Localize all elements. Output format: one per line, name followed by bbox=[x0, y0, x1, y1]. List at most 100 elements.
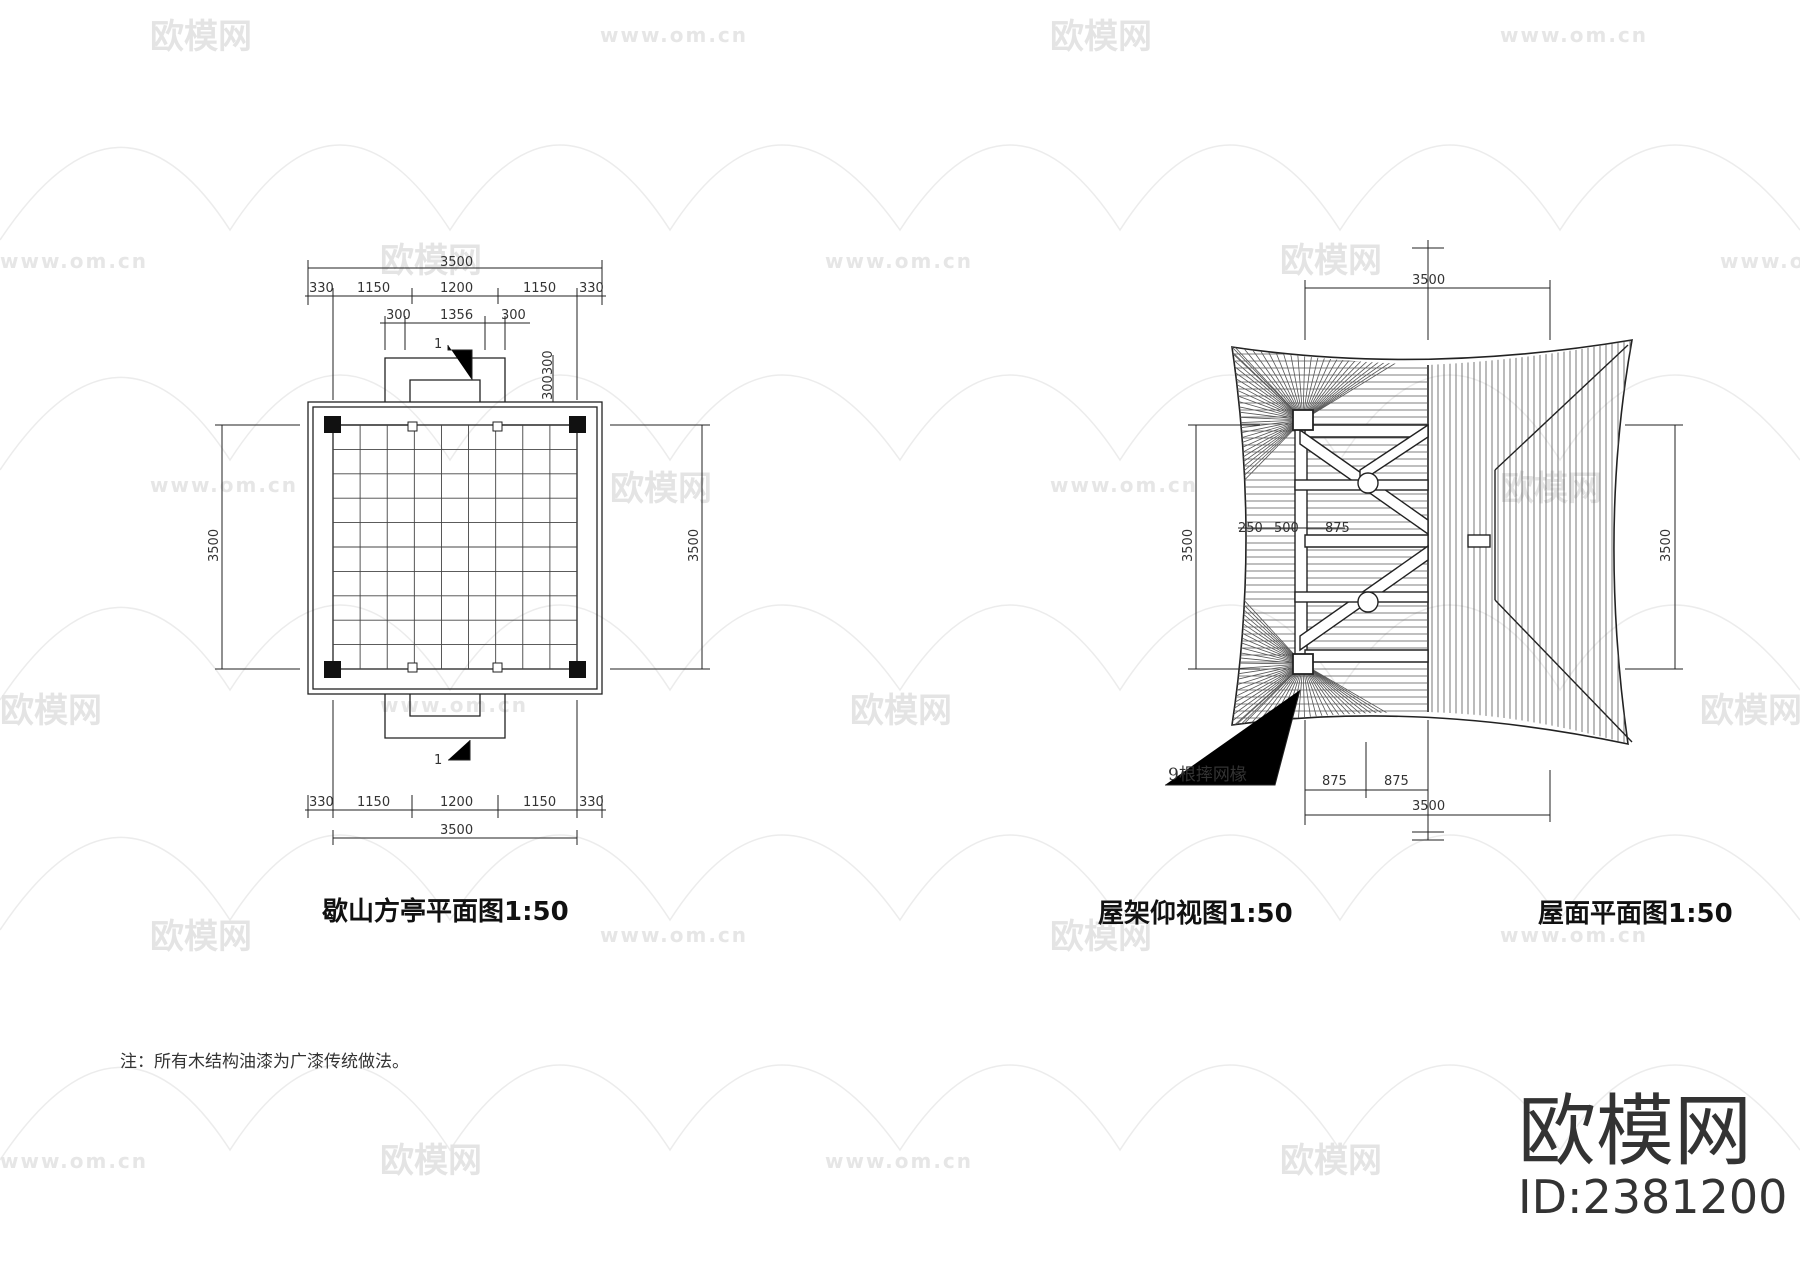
watermark-url: www.om.cn bbox=[600, 23, 748, 47]
drawing-line bbox=[1302, 347, 1314, 421]
roof-frame-title: 屋架仰视图1:50 bbox=[1098, 898, 1293, 929]
watermark-logos: 欧模网 欧模网 欧模网 欧模网 欧模网 欧模网 欧模网 欧模网 欧模网 欧模网 … bbox=[0, 17, 1800, 1181]
watermark-logo: 欧模网 bbox=[610, 469, 712, 509]
drawing-line bbox=[1302, 663, 1410, 725]
drawing-line bbox=[1232, 419, 1304, 424]
drawing-line bbox=[1232, 392, 1304, 421]
dim-bottom-segment: 330 bbox=[579, 795, 604, 810]
drawing-line bbox=[1288, 347, 1304, 421]
watermark-url: www.om.cn bbox=[825, 1149, 973, 1173]
watermark-url: www.om.cn bbox=[1720, 249, 1800, 273]
drawing-line bbox=[1232, 380, 1304, 421]
watermark-logo: 欧模网 bbox=[380, 1141, 482, 1181]
dim-roof-inner: 500 bbox=[1274, 521, 1299, 536]
drawing-line bbox=[1232, 644, 1304, 665]
drawing-line bbox=[1232, 656, 1304, 665]
section-mark-top: 1 bbox=[434, 337, 442, 352]
dim-top-inner: 300 bbox=[386, 308, 411, 323]
rafter-label: 9根摔网椽 bbox=[1168, 765, 1247, 785]
roof-hip-lines bbox=[1494, 344, 1633, 743]
dim-top-inner: 1356 bbox=[440, 308, 473, 323]
drawing-line bbox=[1302, 663, 1378, 725]
watermark-urls: www.om.cn www.om.cn www.om.cn www.om.cn … bbox=[0, 23, 1800, 1173]
watermark-url: www.om.cn bbox=[150, 473, 298, 497]
drawing-line bbox=[1232, 410, 1304, 421]
dim-left-height: 3500 bbox=[207, 529, 222, 562]
drawing-line bbox=[1232, 663, 1304, 670]
construction-note: 注：所有木结构油漆为广漆传统做法。 bbox=[120, 1052, 409, 1072]
roof-dimension-texts: 3500 3500 3500 250 500 875 875 875 3500 … bbox=[1168, 273, 1674, 814]
dim-right-height: 3500 bbox=[687, 529, 702, 562]
drawing-line bbox=[1302, 663, 1386, 725]
plan-columns bbox=[324, 416, 586, 678]
drawing-line bbox=[1232, 663, 1304, 676]
post bbox=[407, 662, 418, 673]
watermark-url: www.om.cn bbox=[1500, 923, 1648, 947]
column bbox=[569, 661, 586, 678]
drawing-line bbox=[1232, 663, 1304, 712]
dim-roof-bottom-segment: 875 bbox=[1322, 774, 1347, 789]
plan-dimension-lines bbox=[215, 260, 710, 845]
post bbox=[492, 421, 503, 432]
watermark-url: www.om.cn bbox=[0, 249, 148, 273]
watermark-url: www.om.cn bbox=[0, 1149, 148, 1173]
brand-id: ID:2381200 bbox=[1518, 1170, 1787, 1224]
watermark-logo: 欧模网 bbox=[1280, 241, 1382, 281]
dim-roof-inner: 250 bbox=[1238, 521, 1263, 536]
drawing-line bbox=[1264, 347, 1304, 421]
dim-top-segment: 330 bbox=[309, 281, 334, 296]
drawing-line bbox=[1232, 362, 1304, 421]
watermark-arcs bbox=[0, 144, 1800, 1161]
plan-title: 歇山方亭平面图1:50 bbox=[322, 896, 569, 927]
dim-bottom-overall: 3500 bbox=[440, 823, 473, 838]
watermark-logo: 欧模网 bbox=[0, 691, 102, 731]
dim-bottom-segment: 1150 bbox=[523, 795, 556, 810]
column bbox=[1292, 653, 1314, 675]
watermark-logo: 欧模网 bbox=[150, 17, 252, 57]
drawing-line bbox=[1232, 368, 1304, 421]
watermark-logo: 欧模网 bbox=[850, 691, 952, 731]
dim-top-segment: 1200 bbox=[440, 281, 473, 296]
watermark-url: www.om.cn bbox=[1500, 23, 1648, 47]
drawing-line bbox=[1232, 663, 1304, 682]
drawing-line bbox=[1232, 663, 1304, 725]
watermark-logo: 欧模网 bbox=[1050, 917, 1152, 957]
drawing-line bbox=[1272, 347, 1304, 421]
dim-bottom-segment: 1200 bbox=[440, 795, 473, 810]
dim-roof-left-height: 3500 bbox=[1181, 529, 1196, 562]
drawing-line bbox=[1248, 347, 1304, 421]
column bbox=[1292, 409, 1314, 431]
drawing-line bbox=[1232, 386, 1304, 421]
watermark-url: www.om.cn bbox=[600, 923, 748, 947]
dim-bottom-segment: 1150 bbox=[357, 795, 390, 810]
dim-roof-inner: 875 bbox=[1325, 521, 1350, 536]
watermark-logo: 欧模网 bbox=[380, 241, 482, 281]
section-mark-bottom: 1 bbox=[434, 753, 442, 768]
post bbox=[492, 662, 503, 673]
drawing-line bbox=[1232, 663, 1304, 694]
drawing-line bbox=[1232, 398, 1304, 421]
dim-top-segment: 1150 bbox=[357, 281, 390, 296]
watermark-logo: 欧模网 bbox=[1500, 469, 1602, 509]
drawing-line bbox=[1232, 419, 1304, 442]
drawing-line bbox=[1256, 347, 1304, 421]
drawing-line bbox=[1302, 663, 1402, 725]
brand-name: 欧模网 bbox=[1518, 1087, 1752, 1177]
drawing-line bbox=[1232, 638, 1304, 665]
roof-plan-rafters bbox=[1431, 340, 1631, 744]
plan-drawing bbox=[307, 357, 603, 739]
drawing-line bbox=[1232, 416, 1304, 421]
dim-roof-bottom-segment: 875 bbox=[1384, 774, 1409, 789]
drawing-line bbox=[1232, 350, 1304, 421]
drawing-line bbox=[1302, 347, 1306, 421]
watermark-logo: 欧模网 bbox=[1050, 17, 1152, 57]
drawing-line bbox=[1232, 663, 1304, 700]
dim-top-overall: 3500 bbox=[440, 255, 473, 270]
watermark-url: www.om.cn bbox=[825, 249, 973, 273]
drawing-line bbox=[1232, 650, 1304, 665]
dim-top-segment: 1150 bbox=[523, 281, 556, 296]
drawing-line bbox=[1232, 632, 1304, 665]
dim-side-small: 300300 bbox=[541, 350, 556, 400]
drawing-line bbox=[1232, 419, 1304, 436]
